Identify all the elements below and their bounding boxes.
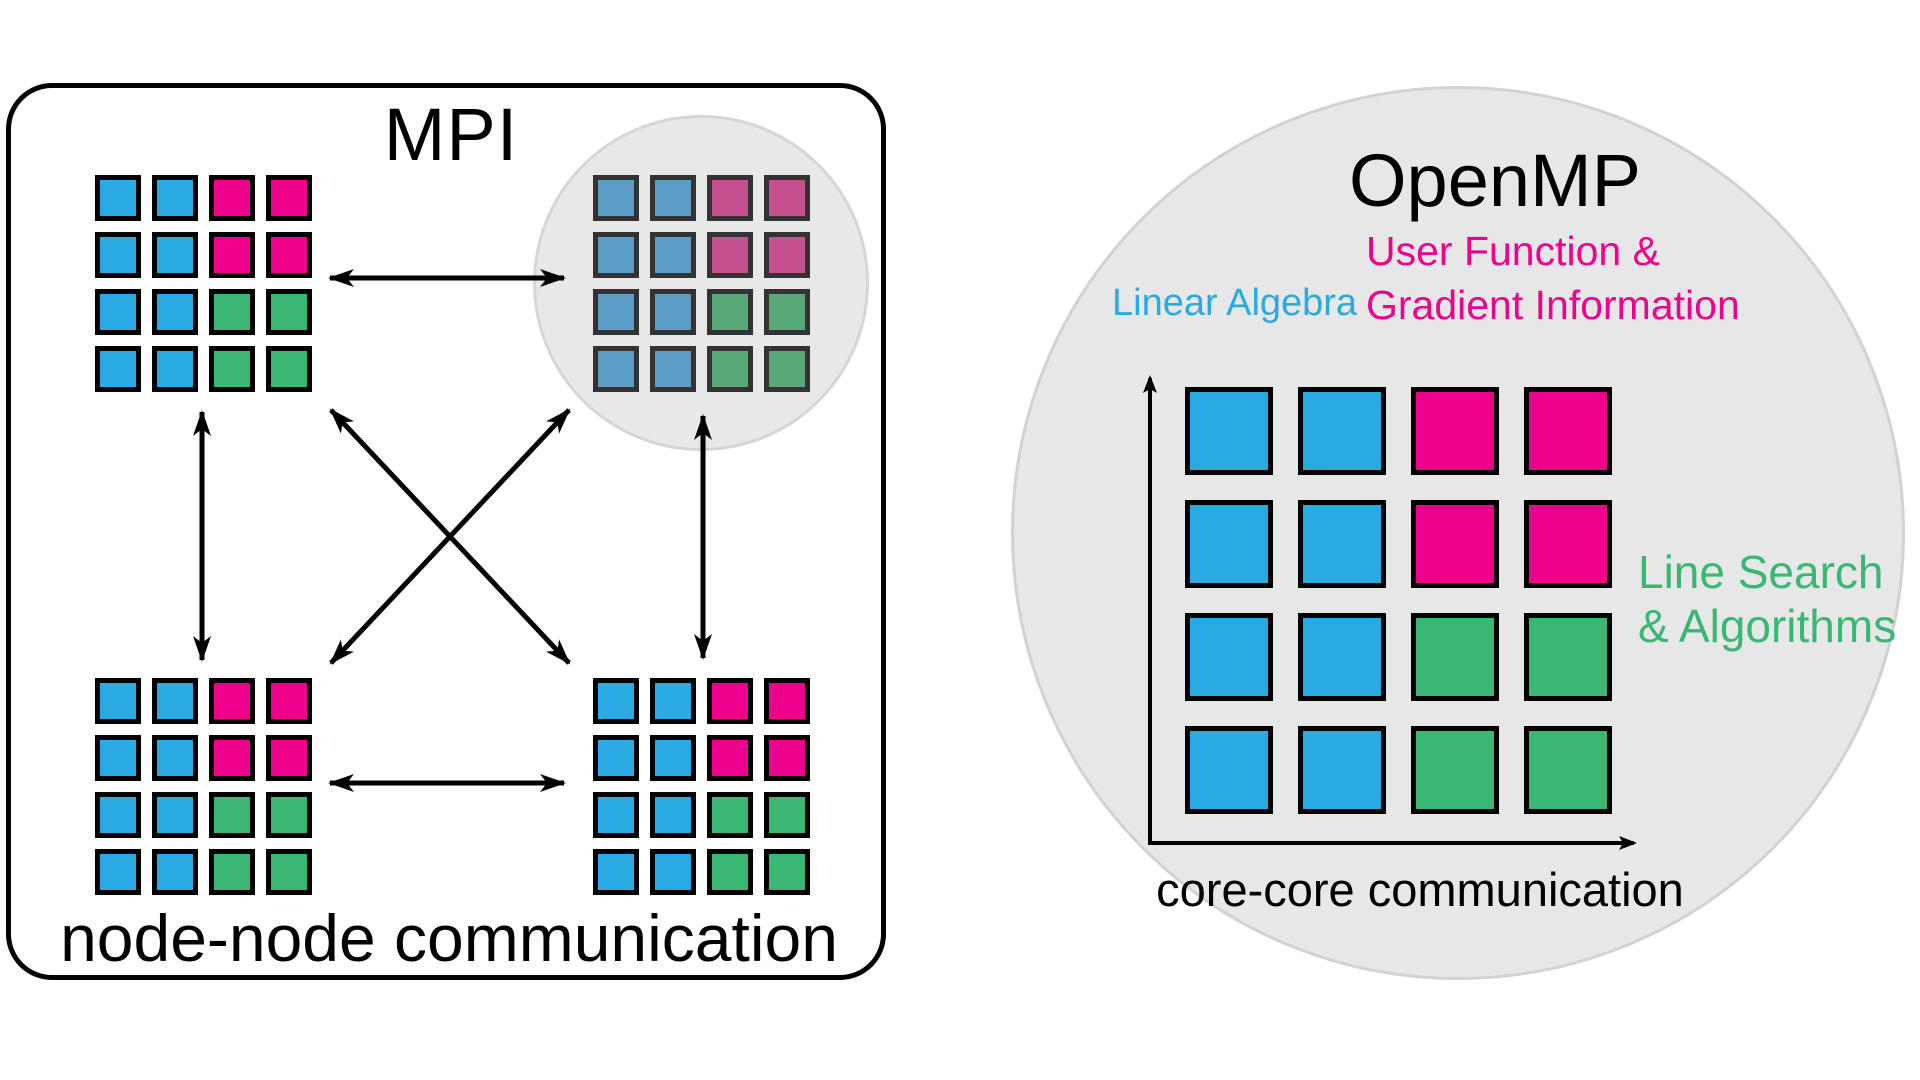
blue-square <box>95 289 141 335</box>
magenta-square <box>1411 387 1499 475</box>
magenta-square <box>1411 500 1499 588</box>
magenta-square <box>1524 387 1612 475</box>
user-function-label-line2: Gradient Information <box>1366 282 1740 329</box>
blue-square <box>650 678 696 724</box>
blue-square <box>95 678 141 724</box>
muted-magenta-square <box>707 232 753 278</box>
magenta-square <box>209 175 255 221</box>
magenta-square <box>707 678 753 724</box>
muted-blue-square <box>650 346 696 392</box>
green-square <box>209 792 255 838</box>
muted-green-square <box>764 346 810 392</box>
magenta-square <box>764 735 810 781</box>
node-grid-bottom-right <box>593 678 810 895</box>
magenta-square <box>209 232 255 278</box>
green-square <box>266 289 312 335</box>
blue-square <box>152 849 198 895</box>
user-function-label-line1: User Function & <box>1366 228 1660 274</box>
node-grid-bottom-left <box>95 678 312 895</box>
green-square <box>209 849 255 895</box>
magenta-square <box>764 678 810 724</box>
blue-square <box>650 849 696 895</box>
line-search-label-line2: & Algorithms <box>1638 600 1897 653</box>
core-core-axis-caption: core-core communication <box>1156 863 1684 916</box>
blue-square <box>95 175 141 221</box>
muted-magenta-square <box>764 232 810 278</box>
blue-square <box>1298 500 1386 588</box>
core-grid <box>1185 387 1612 814</box>
muted-blue-square <box>593 232 639 278</box>
green-square <box>707 849 753 895</box>
mpi-caption: node-node communication <box>60 901 838 975</box>
muted-blue-square <box>593 175 639 221</box>
magenta-square <box>209 678 255 724</box>
blue-square <box>152 346 198 392</box>
linear-algebra-label: Linear Algebra <box>1112 282 1358 324</box>
muted-green-square <box>707 289 753 335</box>
line-search-label: Line Search & Algorithms <box>1638 545 1896 654</box>
green-square <box>266 792 312 838</box>
blue-square <box>593 678 639 724</box>
green-square <box>209 346 255 392</box>
blue-square <box>1185 387 1273 475</box>
user-function-label: User Function & Gradient Information <box>1366 224 1740 332</box>
green-square <box>266 346 312 392</box>
blue-square <box>95 849 141 895</box>
blue-square <box>95 735 141 781</box>
blue-square <box>152 678 198 724</box>
node-grid-top-left <box>95 175 312 392</box>
green-square <box>764 792 810 838</box>
blue-square <box>650 792 696 838</box>
magenta-square <box>209 735 255 781</box>
muted-blue-square <box>650 232 696 278</box>
muted-blue-square <box>650 289 696 335</box>
green-square <box>707 792 753 838</box>
green-square <box>764 849 810 895</box>
blue-square <box>593 735 639 781</box>
muted-blue-square <box>593 289 639 335</box>
blue-square <box>95 346 141 392</box>
blue-square <box>1185 500 1273 588</box>
blue-square <box>152 289 198 335</box>
blue-square <box>152 792 198 838</box>
green-square <box>1411 726 1499 814</box>
magenta-square <box>266 735 312 781</box>
blue-square <box>152 735 198 781</box>
openmp-title: OpenMP <box>1348 139 1642 222</box>
muted-green-square <box>764 289 810 335</box>
magenta-square <box>266 175 312 221</box>
line-search-label-line1: Line Search <box>1638 546 1884 598</box>
blue-square <box>593 792 639 838</box>
muted-blue-square <box>650 175 696 221</box>
green-square <box>1524 726 1612 814</box>
blue-square <box>1298 387 1386 475</box>
muted-blue-square <box>593 346 639 392</box>
blue-square <box>152 232 198 278</box>
node-grid-top-right <box>593 175 810 392</box>
muted-magenta-square <box>764 175 810 221</box>
blue-square <box>593 849 639 895</box>
muted-green-square <box>707 346 753 392</box>
blue-square <box>95 232 141 278</box>
blue-square <box>1298 726 1386 814</box>
blue-square <box>650 735 696 781</box>
blue-square <box>95 792 141 838</box>
blue-square <box>1298 613 1386 701</box>
magenta-square <box>266 678 312 724</box>
green-square <box>266 849 312 895</box>
green-square <box>1524 613 1612 701</box>
magenta-square <box>1524 500 1612 588</box>
muted-magenta-square <box>707 175 753 221</box>
magenta-square <box>266 232 312 278</box>
green-square <box>1411 613 1499 701</box>
green-square <box>209 289 255 335</box>
mpi-panel-box <box>6 83 886 980</box>
blue-square <box>152 175 198 221</box>
blue-square <box>1185 726 1273 814</box>
blue-square <box>1185 613 1273 701</box>
magenta-square <box>707 735 753 781</box>
mpi-title: MPI <box>383 93 519 176</box>
